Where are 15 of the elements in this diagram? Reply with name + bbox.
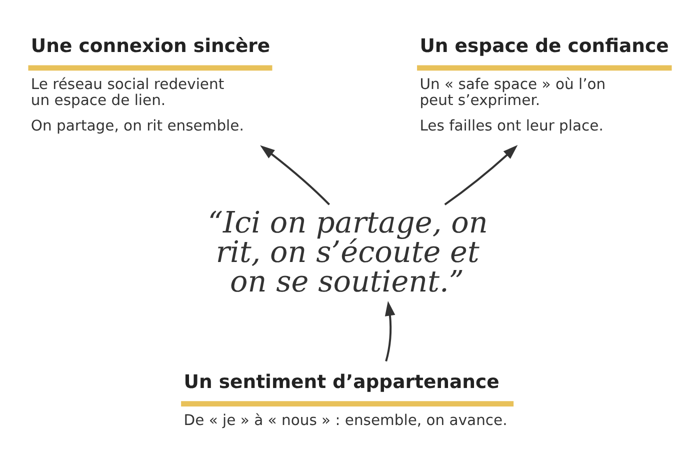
node-label: Un espace de confiance [420,36,669,58]
node-label: Les failles ont leur place. [420,118,604,135]
node-label: On partage, on rit ensemble. [30,118,244,135]
node-label: De « je » à « nous » : ensemble, on avance. [184,412,508,429]
node-box [417,65,672,71]
node-box [181,401,514,406]
arrow [384,301,396,362]
node-label: Un sentiment d’appartenance [184,372,500,393]
node-label: Le réseau social redevient un espace de lien. [30,76,224,110]
node-label: Une connexion sincère [30,36,270,58]
node-text: “Ici on partage, on rit, on s’écoute et on se soutient.” [208,205,488,298]
arrow [260,145,330,206]
node-label: Un « safe space » où l’on peut s’exprimer. [420,76,606,110]
node-box [28,65,272,71]
arrow [444,145,518,206]
